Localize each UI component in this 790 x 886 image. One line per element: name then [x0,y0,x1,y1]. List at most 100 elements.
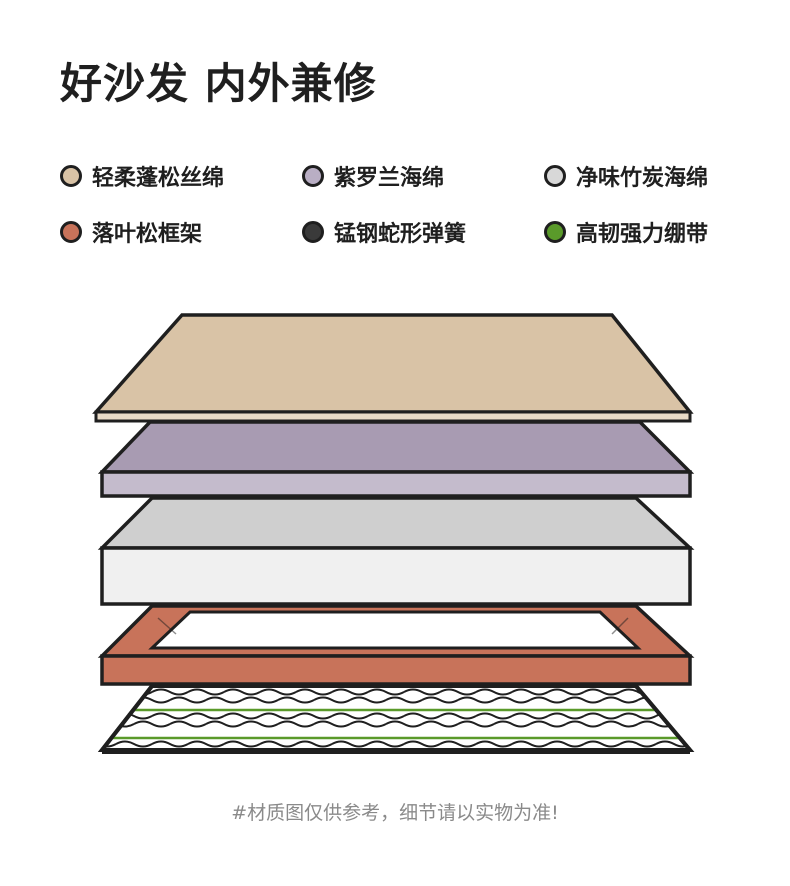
spring-coil [511,688,549,696]
spring-coil [439,740,477,748]
spring-coil [583,740,621,748]
sofa-layers-diagram [92,313,746,754]
spring-coil [331,740,369,748]
spring-coil [187,688,225,696]
spring-coil [439,688,477,696]
spring-coil [259,740,297,748]
spring-coil [457,696,495,704]
spring-coil [102,740,117,748]
violet-sponge-layer [97,420,695,498]
spring-coil [349,696,387,704]
spring-coil [493,720,531,728]
spring-coil [241,720,279,728]
spring-coil [102,688,117,696]
spring-coil [673,696,690,704]
legend-label: 轻柔蓬松丝绵 [92,166,225,191]
spring-coil [673,720,690,728]
elastic-band-swatch [544,221,566,243]
spring-coil [692,690,728,695]
legend-item-violet-sponge: 紫罗兰海绵 [302,160,444,192]
spring-coil [367,688,405,696]
spring-coil [655,688,690,696]
spring-coil [511,740,549,748]
spring-coil [295,688,333,696]
spring-coil [277,720,315,728]
legend-label: 落叶松框架 [92,222,203,247]
spring-coil [295,740,333,748]
spring-coil [367,712,405,720]
spring-coil [710,698,746,703]
spring-coil [421,696,459,704]
spring-coil [205,720,243,728]
spring-coil [511,712,549,720]
charcoal-sponge-layer [97,496,695,606]
spring-coil [133,720,171,728]
spring-coil [475,688,513,696]
spring-coil [619,740,657,748]
legend-label: 锰钢蛇形弹簧 [334,222,467,247]
bamboo-charcoal-sponge-swatch [544,165,566,187]
legend-item-larch-frame: 落叶松框架 [60,216,202,248]
spring-coil [529,720,567,728]
spring-coil [692,742,728,747]
larch-frame-layer [97,604,695,686]
spring-coil [547,712,585,720]
spring-coil [529,696,567,704]
spring-coil [205,696,243,704]
spring-coil [475,740,513,748]
spring-coil [241,696,279,704]
spring-coil [692,714,728,719]
spring-coil [457,720,495,728]
spring-coil [439,712,477,720]
spring-coil [403,712,441,720]
spring-coil [102,696,135,704]
spring-coil [102,712,117,720]
spring-coil [295,712,333,720]
page-title: 好沙发 内外兼修 [60,59,377,108]
spring-coil [619,712,657,720]
legend-label: 净味竹炭海绵 [576,166,709,191]
spring-coil [331,712,369,720]
legend-item-bamboo-charcoal-sponge: 净味竹炭海绵 [544,160,708,192]
spring-coil [583,688,621,696]
legend-item-silk-cotton: 轻柔蓬松丝绵 [60,160,224,192]
spring-coil [223,712,261,720]
silk-cotton-swatch [60,165,82,187]
spring-coil [223,688,261,696]
spring-coil [169,696,207,704]
spring-coil [367,740,405,748]
spring-coil [169,720,207,728]
spring-coil [547,688,585,696]
larch-frame-swatch [60,221,82,243]
spring-coil [187,712,225,720]
spring-coil [151,688,189,696]
spring-coil [385,696,423,704]
spring-coil [403,688,441,696]
spring-coil [385,720,423,728]
spring-coil [583,712,621,720]
elastic-bands [102,708,690,740]
spring-coil [115,740,153,748]
silk-cotton-layer [92,313,694,423]
spring-coil [547,740,585,748]
spring-coil [710,722,746,727]
disclaimer-note: #材质图仅供参考，细节请以实物为准! [231,802,559,824]
spring-coil [313,696,351,704]
spring-coil [475,712,513,720]
spring-coil [259,688,297,696]
spring-coil [565,696,603,704]
spring-coil [259,712,297,720]
spring-coil [277,696,315,704]
spring-coil [331,688,369,696]
spring-coil [151,712,189,720]
spring-coil [223,740,261,748]
spring-coil [349,720,387,728]
legend-label: 紫罗兰海绵 [334,166,445,191]
spring-coil [313,720,351,728]
legend-label: 高韧强力绷带 [576,222,709,247]
spring-coil [421,720,459,728]
spring-coil [187,740,225,748]
spring-coil [601,720,639,728]
legend-item-elastic-band: 高韧强力绷带 [544,216,708,248]
legend-item-steel-spring: 锰钢蛇形弹簧 [302,216,466,248]
